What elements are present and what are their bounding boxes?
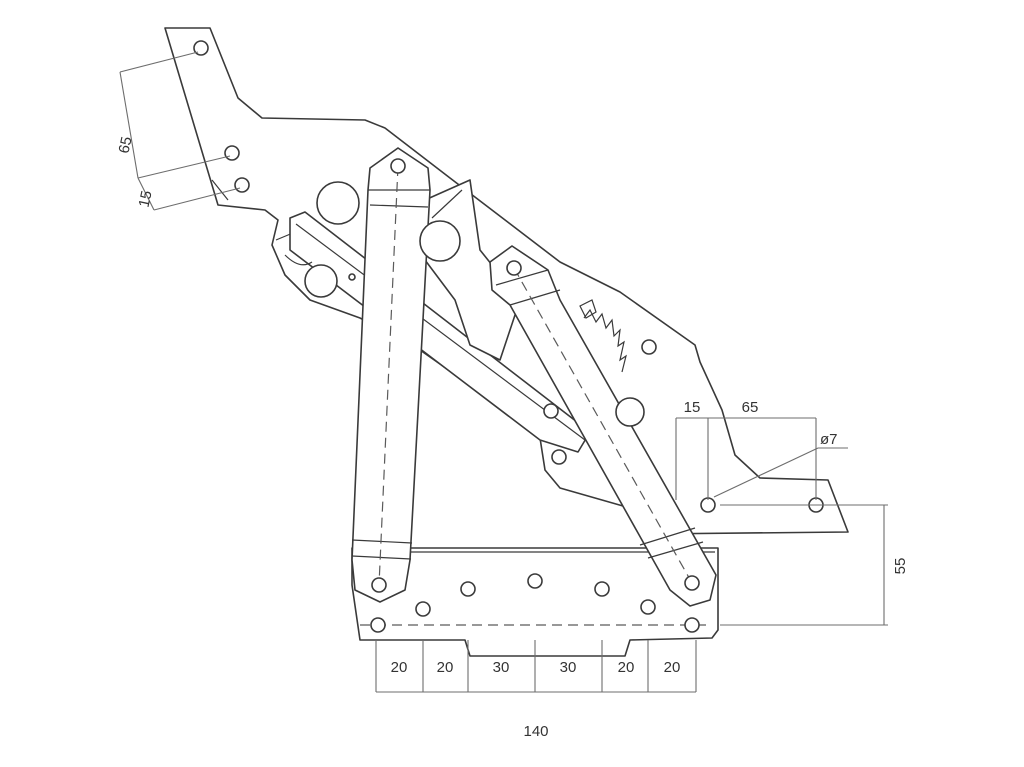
pivot-hole bbox=[543, 403, 559, 419]
dim-label-height: 55 bbox=[892, 558, 909, 575]
dim-label-right-a: 15 bbox=[684, 399, 701, 416]
pivot-hole bbox=[234, 177, 250, 193]
mount-hole bbox=[460, 581, 476, 597]
large-hole bbox=[316, 181, 360, 225]
height-dimension: 55 bbox=[720, 504, 909, 626]
dim-label-left-lower: 15 bbox=[136, 189, 156, 209]
large-holes bbox=[304, 181, 645, 427]
large-hole bbox=[304, 264, 338, 298]
pivot-hole bbox=[348, 273, 356, 281]
mount-hole bbox=[640, 599, 656, 615]
bottom-plate bbox=[351, 547, 719, 657]
left-dimensions: 65 15 bbox=[116, 51, 241, 211]
dim-label-right-b: 65 bbox=[742, 399, 759, 416]
pivot-hole bbox=[700, 497, 716, 513]
large-hole bbox=[615, 397, 645, 427]
mount-hole bbox=[684, 617, 700, 633]
pivot-hole bbox=[371, 577, 387, 593]
dim-label-total-width: 140 bbox=[523, 723, 548, 740]
mount-hole bbox=[594, 581, 610, 597]
pivot-hole bbox=[506, 260, 522, 276]
pivot-hole bbox=[684, 575, 700, 591]
mount-hole bbox=[415, 601, 431, 617]
dim-label-segment-4: 30 bbox=[560, 659, 577, 676]
pivot-hole bbox=[224, 145, 240, 161]
dim-label-segment-6: 20 bbox=[664, 659, 681, 676]
right-strut bbox=[489, 245, 717, 607]
mount-hole bbox=[370, 617, 386, 633]
pivot-hole bbox=[551, 449, 567, 465]
pivot-hole bbox=[193, 40, 209, 56]
dim-label-left-upper: 65 bbox=[116, 135, 136, 155]
left-strut bbox=[351, 147, 431, 603]
right-dimensions: 15 65 ø7 bbox=[675, 399, 848, 500]
dim-label-segment-2: 20 bbox=[437, 659, 454, 676]
pivot-hole bbox=[641, 339, 657, 355]
dim-label-segment-3: 30 bbox=[493, 659, 510, 676]
pivot-hole bbox=[390, 158, 406, 174]
spring bbox=[579, 299, 627, 373]
dim-label-segment-1: 20 bbox=[391, 659, 408, 676]
large-hole bbox=[419, 220, 461, 262]
dim-label-segment-5: 20 bbox=[618, 659, 635, 676]
mount-hole bbox=[527, 573, 543, 589]
bottom-dimensions: 20 20 30 30 20 20 140 bbox=[375, 640, 697, 740]
dim-label-hole-diameter: ø7 bbox=[820, 431, 838, 448]
